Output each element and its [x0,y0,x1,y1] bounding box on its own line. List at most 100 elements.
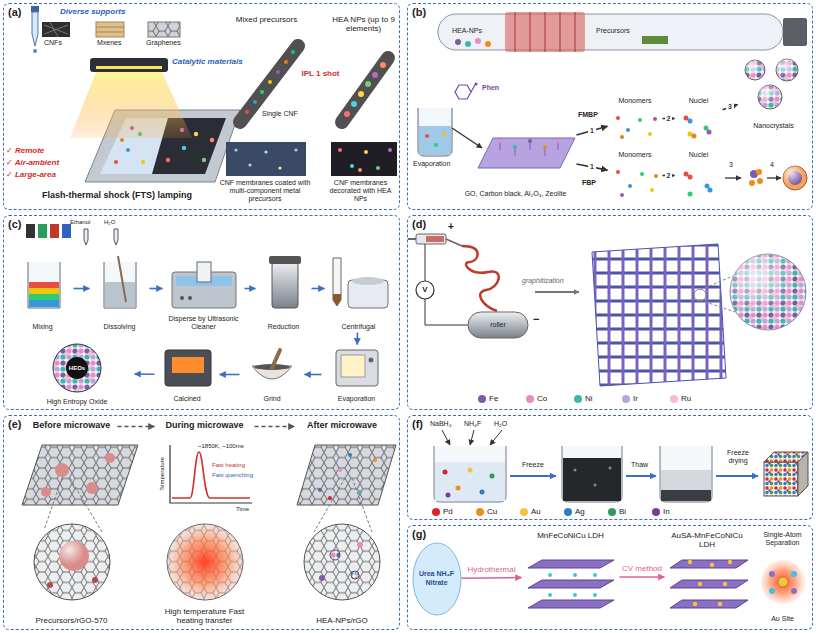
legend-text: Au [531,507,541,516]
pipette [33,49,37,53]
zoom-before [34,524,110,600]
zoom-lines [694,276,735,312]
nuclei-fmbp [688,119,693,124]
panel-frame: (f) [407,415,813,520]
beaker-frozen [609,467,612,470]
ldh-layers [573,573,577,577]
legend-item: Ru [670,394,691,404]
node-text: Grind [263,395,280,403]
ldh-layers [593,593,597,597]
rgo-sheet-before [22,445,138,505]
furnace [165,350,211,386]
au-ldh-layers [693,602,697,606]
ldh-layers [528,560,614,608]
support-platform [556,139,560,143]
monomers-fbp [640,172,644,176]
rgo-sheet-before [41,487,51,497]
legend-text: Bi [619,507,626,516]
mixing-beaker [29,294,59,300]
edge-label: Hydrothermal [465,565,517,574]
support-platform [543,145,547,149]
membrane-coated [248,163,251,166]
node-text: After microwave [307,420,377,430]
nuclei-fmbp [692,134,697,139]
legend-item: Cu [476,507,497,517]
support-platform [530,142,531,150]
legend-item: Ir [622,394,638,404]
drying-oven [369,358,374,363]
zoom-before [34,524,110,600]
annotation-label: 3 [729,161,733,169]
conveyor-sheet [120,138,124,142]
membrane-decorated [331,142,397,176]
rgo-sheet-before [105,453,115,463]
voltage-wires [416,281,434,299]
zoom-after [351,571,359,579]
rgo-sheet-after [338,468,342,472]
step-box: Reduction [256,245,312,333]
monomers-fbp [616,170,658,197]
legend-text: Fe [489,394,498,403]
pipette [31,6,39,12]
legend-item: In [652,507,670,517]
au-ldh-layers [718,602,722,606]
membrane-decorated [388,148,392,152]
tube-furnace [515,12,516,52]
step-box: Disperse by Ultrasonic Cleaner [163,245,245,333]
beaker-thawed [661,490,711,501]
annotation-label: H₂O [494,420,507,428]
process-arrow [510,475,556,477]
furnace [165,350,211,386]
single-atom-site [769,571,775,577]
beaker-frozen [562,446,622,502]
annotation-label: ✓ Air-ambient [6,158,59,167]
connector-arrow [462,577,522,579]
legend-item: Ni [574,394,593,404]
legend-swatch [622,395,630,403]
water-splash [413,543,461,615]
annotation-label: CNFs [44,39,62,47]
caption-box: CNF membranes decorated with HEA NPs [322,178,400,206]
annotation-label: Diverse supports [60,7,125,16]
single-atom-site [761,560,805,604]
annotation-label: Graphenes [146,39,181,47]
node-text: Single-Atom Separation [757,531,809,547]
node-text: Nuclei [689,97,708,105]
step-arrow [725,177,741,178]
single-fiber-hea [365,81,371,87]
monomers-fmbp [648,132,652,136]
single-atom-site [791,571,797,577]
beaker-frozen [574,469,577,472]
annotation-label: Ethanol [70,219,90,226]
legend-item: Fe [478,394,498,404]
au-ldh-layers [710,563,714,567]
legend-item: Au [520,507,541,517]
hea-particle [730,254,806,330]
monomers-fbp [616,170,620,174]
beaker-solution [490,474,495,479]
legend-text: Ni [585,394,593,403]
node-text: Disperse by Ultrasonic Cleaner [165,315,243,331]
node-text: During microwave [165,420,243,430]
nanocrystals [758,85,782,109]
ultrasonic-cleaner [188,296,192,300]
monomers-fbp [628,184,632,188]
tube-furnace [455,39,461,45]
edge-label: 1 [588,127,596,135]
single-fiber-precursor [245,110,249,114]
support-icons [42,22,70,37]
intermediate-cluster [757,178,763,184]
ldh-layers [528,560,614,568]
rgo-sheet-after [297,445,396,505]
node-text: Nuclei [689,151,708,159]
edge-label: 2 [665,115,673,123]
mixing-beaker [29,300,59,307]
beaker-solution [480,490,485,495]
stage-box: Nuclei [675,150,723,202]
centrifuge [333,294,341,306]
step-box: Mixing [12,245,74,333]
support-platform [498,139,502,143]
ldh-layers [528,580,614,588]
annotation-label: FBP [582,179,596,187]
single-fiber-hea [342,58,388,122]
